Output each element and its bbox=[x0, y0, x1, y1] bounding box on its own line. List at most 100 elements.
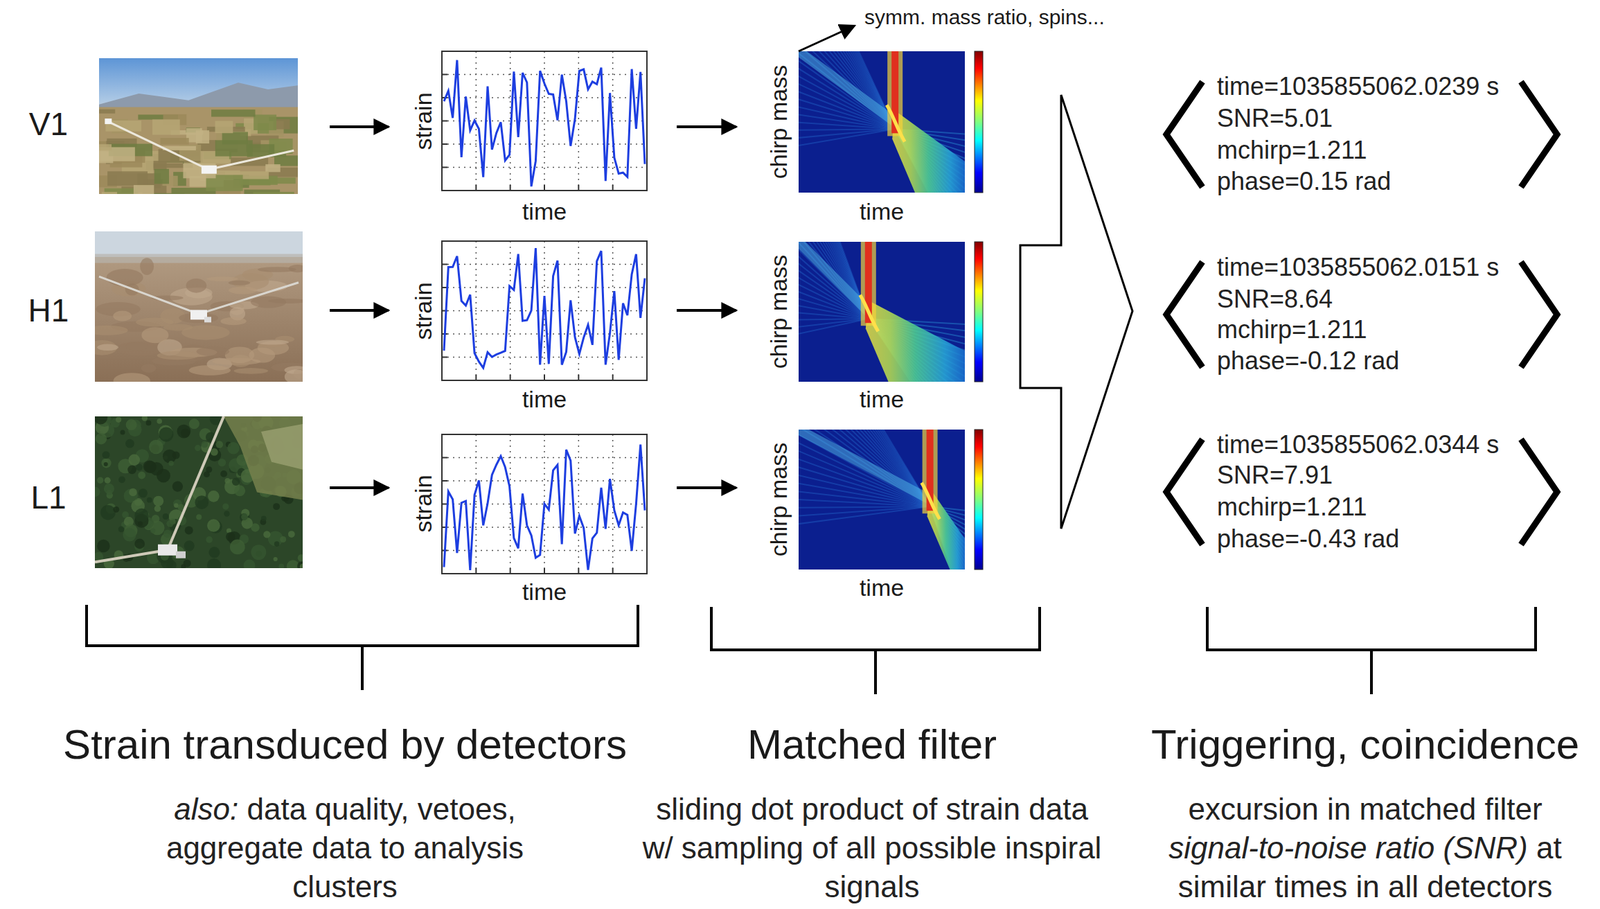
tree bbox=[156, 468, 171, 483]
grid-line bbox=[578, 241, 580, 381]
angle-bracket bbox=[1166, 81, 1203, 188]
streak bbox=[798, 429, 931, 507]
streak bbox=[798, 241, 869, 319]
flow-arrow bbox=[329, 308, 389, 312]
clearing bbox=[261, 423, 303, 470]
tree bbox=[146, 420, 152, 426]
tree bbox=[274, 540, 280, 547]
streak bbox=[798, 51, 895, 129]
axis-label: strain bbox=[410, 92, 437, 150]
tree bbox=[101, 457, 111, 468]
strain-plot bbox=[441, 434, 647, 574]
tree bbox=[222, 502, 229, 510]
axis-label: time bbox=[859, 385, 904, 413]
tree bbox=[297, 554, 303, 562]
tree bbox=[141, 416, 148, 422]
detector-name-holder: V1 bbox=[29, 105, 68, 144]
streak bbox=[798, 51, 895, 129]
tree bbox=[279, 536, 287, 543]
streak bbox=[798, 429, 931, 507]
leader-arrow bbox=[798, 25, 855, 52]
tick bbox=[509, 567, 512, 574]
streak bbox=[798, 429, 931, 507]
trigger-value: SNR=5.01 bbox=[1216, 103, 1333, 133]
tree bbox=[118, 475, 126, 483]
section-brackets bbox=[86, 604, 1536, 695]
terrain bbox=[157, 351, 199, 360]
terrain bbox=[106, 268, 144, 287]
field bbox=[215, 139, 253, 156]
plot-frame bbox=[441, 51, 647, 191]
strain-trace bbox=[443, 444, 645, 571]
stage-title-holder: Triggering, coincidence bbox=[1151, 719, 1580, 770]
axis-label: chirp mass bbox=[765, 65, 792, 179]
streak bbox=[798, 506, 931, 508]
tree bbox=[272, 502, 280, 510]
terrain bbox=[225, 346, 255, 363]
terrain bbox=[125, 342, 149, 351]
streak bbox=[798, 318, 869, 320]
snr-wedge bbox=[865, 300, 965, 382]
stage-title: Triggering, coincidence bbox=[1151, 721, 1580, 768]
tree bbox=[250, 544, 266, 560]
tree bbox=[102, 450, 111, 459]
trigger-value-holder: phase=-0.43 rad bbox=[1216, 523, 1400, 554]
tree bbox=[96, 539, 111, 553]
axis-label: time bbox=[859, 198, 904, 225]
axis-label-holder: time bbox=[859, 573, 904, 602]
tree bbox=[200, 441, 208, 449]
description-text: signal-to-noise ratio (SNR) bbox=[1168, 830, 1528, 865]
tree bbox=[112, 506, 120, 513]
chirp-track bbox=[798, 241, 869, 312]
sky bbox=[94, 231, 303, 257]
field bbox=[230, 157, 269, 166]
detector-arm bbox=[167, 416, 224, 550]
building bbox=[104, 118, 112, 124]
strain-plot bbox=[441, 241, 647, 381]
detector-name-holder: H1 bbox=[28, 291, 70, 330]
axis-label: chirp mass bbox=[765, 254, 792, 369]
streak bbox=[798, 51, 895, 129]
tree bbox=[177, 424, 192, 439]
tick bbox=[441, 480, 448, 482]
field bbox=[101, 191, 118, 194]
axis-label-holder: chirp mass bbox=[764, 254, 794, 369]
tree bbox=[180, 428, 190, 438]
sky bbox=[99, 58, 298, 194]
streak bbox=[798, 51, 895, 129]
terrain bbox=[233, 367, 269, 375]
stage-title: Strain transduced by detectors bbox=[63, 721, 627, 768]
streak bbox=[798, 241, 869, 319]
tree bbox=[241, 513, 248, 521]
streak bbox=[798, 51, 895, 129]
streak bbox=[798, 506, 931, 518]
tree bbox=[150, 528, 156, 534]
trigger-value-holder: phase=0.15 rad bbox=[1216, 166, 1391, 197]
trigger-value: mchirp=1.211 bbox=[1216, 135, 1367, 165]
tree bbox=[240, 513, 248, 521]
angle-bracket bbox=[1166, 261, 1203, 368]
tree bbox=[220, 470, 228, 478]
tree bbox=[210, 448, 219, 456]
stage-title-holder: Matched filter bbox=[747, 719, 997, 770]
terrain bbox=[228, 280, 251, 286]
terrain bbox=[113, 372, 151, 382]
tick bbox=[475, 374, 477, 381]
snr-map bbox=[798, 241, 965, 382]
terrain bbox=[257, 266, 297, 273]
strain-trace bbox=[443, 60, 645, 187]
terrain bbox=[96, 344, 119, 352]
tree bbox=[127, 465, 137, 475]
streak bbox=[798, 318, 869, 330]
chirp-track bbox=[798, 51, 895, 122]
trigger-value-holder: SNR=8.64 bbox=[1216, 283, 1333, 314]
trigger-value: mchirp=1.211 bbox=[1216, 492, 1367, 521]
streak bbox=[798, 128, 895, 131]
streak bbox=[798, 51, 895, 129]
tree bbox=[299, 563, 303, 568]
axis-label-holder: strain bbox=[409, 474, 438, 532]
tree bbox=[128, 454, 140, 466]
terrain bbox=[141, 363, 157, 373]
tree bbox=[158, 427, 174, 442]
plot-ground bbox=[441, 434, 647, 574]
